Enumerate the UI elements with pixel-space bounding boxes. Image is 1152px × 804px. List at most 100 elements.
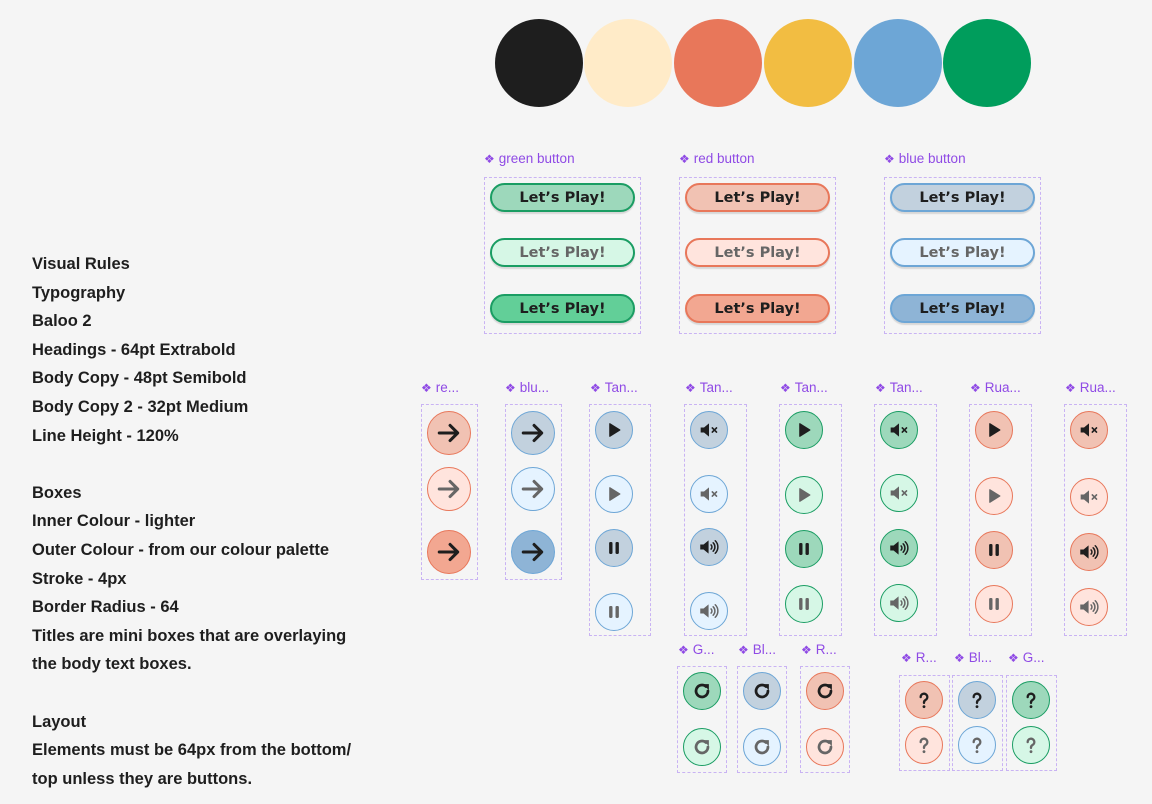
red-pause-button[interactable] [975, 531, 1013, 569]
blue-pause-button[interactable] [595, 529, 633, 567]
component-label-green-reload: ❖G... [678, 642, 715, 657]
pause-icon [605, 603, 623, 621]
red-sound-button[interactable] [1070, 533, 1108, 571]
frame-green-button [484, 177, 641, 334]
green-play-button[interactable] [785, 411, 823, 449]
sound-on-icon [1079, 597, 1099, 617]
frame-red-reload [800, 666, 850, 773]
blue-mute-button-disabled[interactable] [690, 475, 728, 513]
rules-line: Boxes [32, 483, 82, 502]
reload-icon [751, 736, 773, 758]
green-help-button[interactable] [1012, 681, 1050, 719]
red-mute-button[interactable] [1070, 411, 1108, 449]
frame-red-play-pause [969, 404, 1032, 636]
blue-reload-button[interactable] [743, 672, 781, 710]
green-button-hover[interactable]: Let’s Play! [490, 294, 635, 323]
component-label-blue-question: ❖Bl... [954, 650, 993, 665]
component-icon: ❖ [679, 151, 690, 166]
frame-green-reload [677, 666, 727, 773]
component-label-green-play-pause: ❖Tan... [780, 380, 828, 395]
red-arrow-button-disabled[interactable] [427, 467, 471, 511]
frame-blue-question [952, 675, 1003, 771]
frame-blue-play-pause [589, 404, 651, 636]
green-reload-button[interactable] [683, 672, 721, 710]
swatch-green [943, 19, 1031, 107]
green-mute-button-disabled[interactable] [880, 474, 918, 512]
blue-reload-button-disabled[interactable] [743, 728, 781, 766]
swatch-blue [854, 19, 942, 107]
frame-blue-button [884, 177, 1041, 334]
red-button-default[interactable]: Let’s Play! [685, 183, 830, 212]
mute-icon [889, 483, 909, 503]
component-label-red-play-pause: ❖Rua... [970, 380, 1021, 395]
green-mute-button[interactable] [880, 411, 918, 449]
component-label-blue-sound: ❖Tan... [685, 380, 733, 395]
red-pause-button-disabled[interactable] [975, 585, 1013, 623]
red-button-disabled[interactable]: Let’s Play! [685, 238, 830, 267]
frame-blue-arrow [505, 404, 562, 580]
blue-button-disabled[interactable]: Let’s Play! [890, 238, 1035, 267]
component-label-red-arrow: ❖re... [421, 380, 460, 395]
blue-mute-button[interactable] [690, 411, 728, 449]
sound-on-icon [889, 593, 909, 613]
component-icon: ❖ [954, 650, 965, 665]
component-label-red-sound: ❖Rua... [1065, 380, 1116, 395]
blue-help-button-disabled[interactable] [958, 726, 996, 764]
component-label-blue-play-pause: ❖Tan... [590, 380, 638, 395]
rules-line: top unless they are buttons. [32, 769, 253, 788]
sound-on-icon [699, 537, 719, 557]
pause-icon [795, 540, 813, 558]
frame-red-arrow [421, 404, 478, 580]
blue-button-default[interactable]: Let’s Play! [890, 183, 1035, 212]
green-sound-button-disabled[interactable] [880, 584, 918, 622]
swatch-cream [584, 19, 672, 107]
blue-button-hover[interactable]: Let’s Play! [890, 294, 1035, 323]
red-sound-button-disabled[interactable] [1070, 588, 1108, 626]
arrow-right-icon [520, 420, 546, 446]
green-button-disabled[interactable]: Let’s Play! [490, 238, 635, 267]
red-help-button[interactable] [905, 681, 943, 719]
red-arrow-button-default[interactable] [427, 411, 471, 455]
component-icon: ❖ [884, 151, 895, 166]
red-mute-button-disabled[interactable] [1070, 478, 1108, 516]
blue-sound-button-disabled[interactable] [690, 592, 728, 630]
blue-help-button[interactable] [958, 681, 996, 719]
mute-icon [699, 484, 719, 504]
blue-sound-button[interactable] [690, 528, 728, 566]
blue-pause-button-disabled[interactable] [595, 593, 633, 631]
red-play-button[interactable] [975, 411, 1013, 449]
component-icon: ❖ [685, 380, 696, 395]
sound-on-icon [1079, 542, 1099, 562]
component-icon: ❖ [780, 380, 791, 395]
component-label-red-question: ❖R... [901, 650, 937, 665]
frame-blue-sound [684, 404, 747, 636]
question-icon [1021, 735, 1041, 755]
red-button-hover[interactable]: Let’s Play! [685, 294, 830, 323]
green-pause-button-disabled[interactable] [785, 585, 823, 623]
rules-line: the body text boxes. [32, 655, 192, 674]
green-pause-button[interactable] [785, 530, 823, 568]
green-reload-button-disabled[interactable] [683, 728, 721, 766]
rules-line: Titles are mini boxes that are overlayin… [32, 626, 347, 645]
blue-play-button-disabled[interactable] [595, 475, 633, 513]
green-play-button-disabled[interactable] [785, 476, 823, 514]
blue-arrow-button-disabled[interactable] [511, 467, 555, 511]
blue-arrow-button-default[interactable] [511, 411, 555, 455]
blue-play-button[interactable] [595, 411, 633, 449]
red-reload-button[interactable] [806, 672, 844, 710]
rules-line: Elements must be 64px from the bottom/ [32, 741, 352, 760]
green-help-button-disabled[interactable] [1012, 726, 1050, 764]
red-help-button-disabled[interactable] [905, 726, 943, 764]
play-icon [794, 420, 814, 440]
frame-red-button [679, 177, 836, 334]
component-icon: ❖ [738, 642, 749, 657]
green-sound-button[interactable] [880, 529, 918, 567]
blue-arrow-button-hover[interactable] [511, 530, 555, 574]
red-reload-button-disabled[interactable] [806, 728, 844, 766]
green-button-default[interactable]: Let’s Play! [490, 183, 635, 212]
question-icon [967, 735, 987, 755]
frame-red-sound [1064, 404, 1127, 636]
red-play-button-disabled[interactable] [975, 477, 1013, 515]
red-arrow-button-hover[interactable] [427, 530, 471, 574]
mute-icon [1079, 420, 1099, 440]
